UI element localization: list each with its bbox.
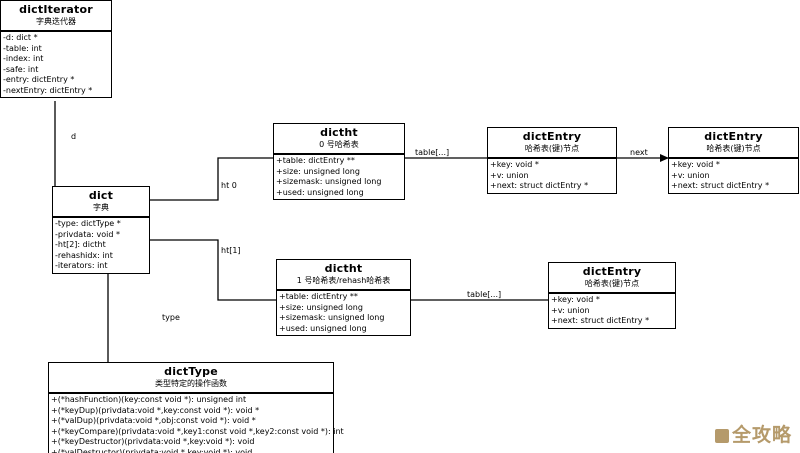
class-member-row: -index: int [3, 54, 44, 63]
edge-label-type: type [161, 313, 181, 322]
class-member-row: -entry: dictEntry * [3, 75, 75, 84]
class-title: dictEntry [582, 265, 642, 278]
class-title: dictType [164, 365, 218, 378]
class-members: +key: void * +v: union +next: struct dic… [549, 294, 675, 328]
class-member-row: -safe: int [3, 64, 39, 74]
class-header: dictht 0 号哈希表 [274, 124, 404, 155]
edge-label-ht0: ht 0 [220, 181, 238, 190]
class-box-dictentry-0b[interactable]: dictEntry 哈希表(键)节点 +key: void * +v: unio… [668, 127, 799, 194]
class-subtitle: 字典 [93, 203, 109, 212]
class-title: dictht [324, 262, 363, 275]
class-header: dictType 类型特定的操作函数 [49, 363, 333, 394]
class-box-dictht-0[interactable]: dictht 0 号哈希表 +table: dictEntry ** +size… [273, 123, 405, 200]
edge-dict-to-ht0 [150, 157, 273, 201]
class-member-row: +v: union [671, 170, 710, 180]
class-member-row: -iterators: int [55, 261, 108, 270]
class-box-dictentry-0a[interactable]: dictEntry 哈希表(键)节点 +key: void * +v: unio… [487, 127, 617, 194]
class-title: dictEntry [704, 130, 763, 143]
edge-label-ht1: ht[1] [220, 246, 242, 255]
class-box-dictentry-1a[interactable]: dictEntry 哈希表(键)节点 +key: void * +v: unio… [548, 262, 676, 329]
edge-label-d: d [70, 132, 78, 141]
class-member-row: +key: void * [551, 295, 600, 304]
class-member-row: +v: union [551, 305, 590, 315]
class-member-row: +sizemask: unsigned long [279, 313, 385, 322]
class-member-row: -privdata: void * [55, 229, 120, 239]
class-member-row: +(*keyDup)(privdata:void *,key:const voi… [51, 405, 260, 415]
edge-dict-to-ht1 [150, 239, 276, 301]
class-member-row: +(*valDestructor)(privdata:void *,key:vo… [51, 447, 253, 453]
class-subtitle: 哈希表(键)节点 [524, 144, 580, 153]
class-box-dictht-1[interactable]: dictht 1 号哈希表/rehash哈希表 +table: dictEntr… [276, 259, 411, 336]
class-member-row: +table: dictEntry ** [279, 292, 358, 301]
class-members: -type: dictType * -privdata: void * -ht[… [53, 218, 149, 273]
class-member-row: -type: dictType * [55, 219, 121, 228]
class-member-row: +next: struct dictEntry * [490, 181, 589, 190]
class-member-row: -d: dict * [3, 33, 38, 42]
class-title: dictht [320, 126, 358, 139]
class-member-row: -nextEntry: dictEntry * [3, 85, 93, 95]
class-header: dictEntry 哈希表(键)节点 [488, 128, 616, 159]
class-member-row: -table: int [3, 43, 42, 53]
class-members: -d: dict * -table: int -index: int -safe… [1, 32, 111, 97]
class-header: dictIterator 字典迭代器 [1, 1, 111, 32]
class-member-row: +table: dictEntry ** [276, 156, 355, 165]
class-member-row: +(*hashFunction)(key:const void *): unsi… [51, 395, 247, 404]
class-member-row: -rehashidx: int [55, 250, 113, 260]
class-box-dictiterator[interactable]: dictIterator 字典迭代器 -d: dict * -table: in… [0, 0, 112, 98]
edge-label-next: next [629, 148, 649, 157]
class-subtitle: 0 号哈希表 [319, 140, 359, 149]
class-members: +key: void * +v: union +next: struct dic… [669, 159, 798, 193]
class-members: +table: dictEntry ** +size: unsigned lon… [274, 155, 404, 199]
class-member-row: +sizemask: unsigned long [276, 177, 382, 186]
class-header: dict 字典 [53, 187, 149, 218]
class-member-row: -ht[2]: dictht [55, 240, 106, 249]
watermark-text: 全攻略 [731, 424, 792, 446]
class-member-row: +key: void * [490, 160, 539, 169]
class-member-row: +(*keyCompare)(privdata:void *,key1:cons… [51, 426, 344, 436]
class-members: +table: dictEntry ** +size: unsigned lon… [277, 291, 410, 335]
edge-label-table-0: table[...] [414, 148, 451, 157]
class-member-row: +used: unsigned long [276, 187, 364, 197]
class-member-row: +key: void * [671, 160, 720, 169]
class-member-row: +next: struct dictEntry * [671, 181, 770, 190]
class-member-row: +(*keyDestructor)(privdata:void *,key:vo… [51, 437, 255, 446]
class-subtitle: 字典迭代器 [36, 17, 76, 26]
edge-label-table-1: table[...] [466, 290, 503, 299]
class-member-row: +(*valDup)(privdata:void *,obj:const voi… [51, 416, 256, 425]
class-subtitle: 类型特定的操作函数 [155, 379, 227, 388]
class-box-dicttype[interactable]: dictType 类型特定的操作函数 +(*hashFunction)(key:… [48, 362, 344, 453]
class-header: dictht 1 号哈希表/rehash哈希表 [277, 260, 410, 291]
class-members: +(*hashFunction)(key:const void *): unsi… [49, 394, 344, 453]
class-title: dictEntry [522, 130, 582, 143]
class-subtitle: 1 号哈希表/rehash哈希表 [296, 276, 391, 285]
class-box-dict[interactable]: dict 字典 -type: dictType * -privdata: voi… [52, 186, 150, 274]
class-members: +key: void * +v: union +next: struct dic… [488, 159, 616, 193]
class-subtitle: 哈希表(键)节点 [706, 144, 761, 153]
class-member-row: +v: union [490, 170, 529, 180]
watermark-logo-icon [714, 429, 729, 443]
class-title: dict [88, 189, 114, 202]
class-subtitle: 哈希表(键)节点 [584, 279, 640, 288]
class-header: dictEntry 哈希表(键)节点 [669, 128, 798, 159]
class-member-row: +size: unsigned long [279, 302, 363, 312]
class-member-row: +used: unsigned long [279, 323, 367, 333]
class-title: dictIterator [19, 3, 93, 16]
class-header: dictEntry 哈希表(键)节点 [549, 263, 675, 294]
watermark: 全攻略 [714, 420, 792, 447]
class-member-row: +next: struct dictEntry * [551, 316, 650, 325]
class-member-row: +size: unsigned long [276, 166, 360, 176]
